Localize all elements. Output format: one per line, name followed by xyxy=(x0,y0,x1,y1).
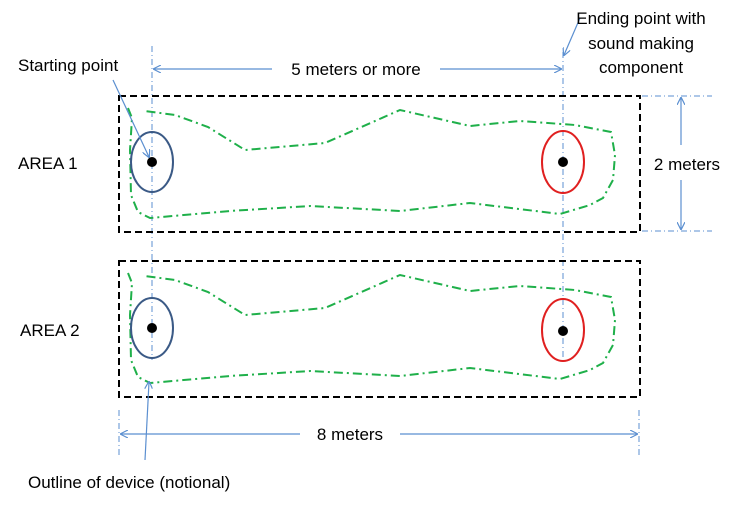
area2-label: AREA 2 xyxy=(20,321,80,340)
area2-start-dot xyxy=(147,323,157,333)
area2-start-circle xyxy=(130,297,174,359)
ending-point-label-line2: sound making xyxy=(588,34,694,53)
ending-point-label-line1: Ending point with xyxy=(576,9,705,28)
area1-end-circle xyxy=(541,130,585,194)
area1-start-dot xyxy=(147,157,157,167)
ending-point-label-line3: component xyxy=(599,58,683,77)
area2-boundary xyxy=(118,260,641,398)
area1-device-outline xyxy=(127,107,617,220)
outline-note-label: Outline of device (notional) xyxy=(28,473,230,492)
area1-boundary xyxy=(118,95,641,233)
area2-end-circle xyxy=(541,298,585,362)
width-bottom-label: 8 meters xyxy=(317,425,383,444)
outline-note-callout-arrow xyxy=(144,382,149,461)
starting-point-callout-arrow xyxy=(112,79,149,157)
area2-device-outline xyxy=(127,272,617,385)
area1-start-circle xyxy=(130,131,174,193)
ending-point-callout-arrow xyxy=(564,17,581,55)
distance-top-label: 5 meters or more xyxy=(291,60,420,79)
starting-point-label: Starting point xyxy=(18,56,118,75)
area1-end-dot xyxy=(558,157,568,167)
height-label: 2 meters xyxy=(654,155,720,174)
area1-label: AREA 1 xyxy=(18,154,78,173)
area2-end-dot xyxy=(558,326,568,336)
